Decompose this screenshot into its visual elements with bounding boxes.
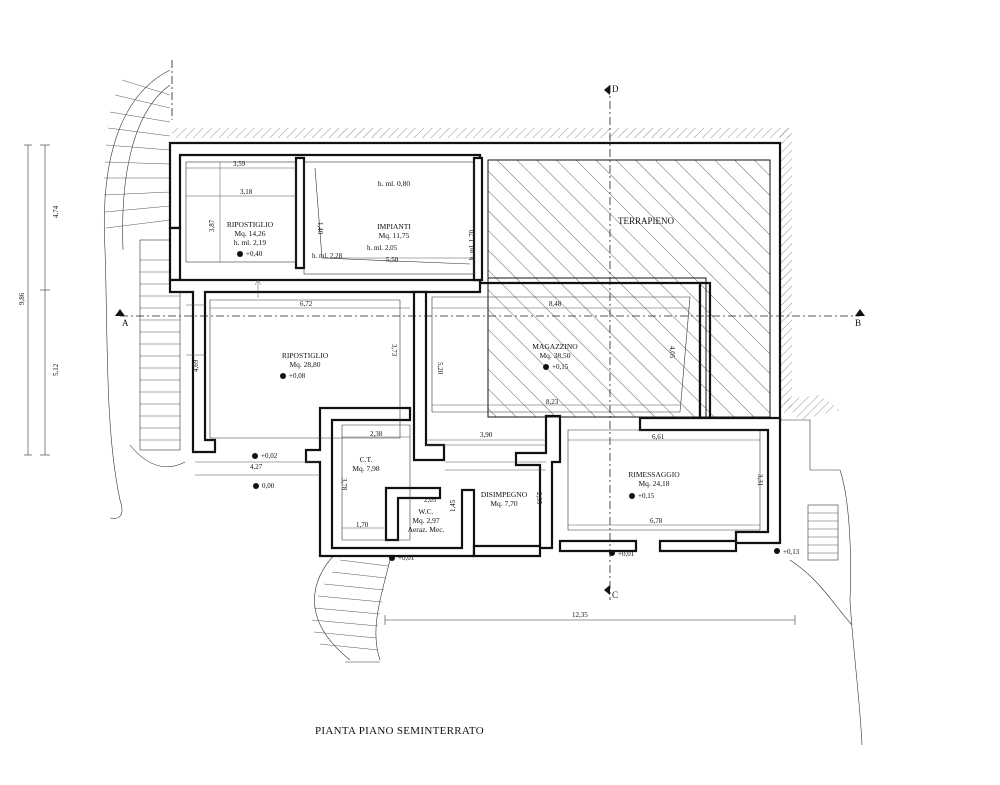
- room-name: MAGAZZINO: [532, 342, 578, 351]
- dimension-label: 2,35: [535, 492, 543, 505]
- dimension-label: 5,50: [386, 256, 399, 264]
- section-label-b: B: [855, 318, 861, 328]
- room-name: RIMESSAGGIO: [628, 470, 680, 479]
- section-label-a: A: [122, 318, 129, 328]
- room-height: h. ml. 1,70: [468, 229, 476, 260]
- dimension-label: 4,74: [52, 205, 60, 218]
- room-height: h. ml. 2,05: [367, 244, 398, 252]
- dimension-label: 4,69: [192, 359, 200, 372]
- room-level: +0,15: [552, 363, 569, 371]
- terrapieno-label: TERRAPIENO: [618, 216, 675, 226]
- dimension-label: 4,27: [250, 463, 263, 471]
- dimension-label: 8,23: [546, 398, 559, 406]
- room-level: +0,15: [638, 492, 655, 500]
- dimension-label: 6,61: [652, 433, 665, 441]
- room-height: h. ml. 2,28: [312, 252, 343, 260]
- bottom-stairs: [311, 552, 391, 663]
- room-level: +0,40: [246, 250, 263, 258]
- dimension-label: 5,12: [52, 363, 60, 376]
- level-label: +0,01: [398, 554, 415, 562]
- room-area: Mq. 11,75: [379, 231, 410, 240]
- room-area: Mq. 38,50: [539, 351, 570, 360]
- room-name: RIPOSTIGLIO: [282, 351, 329, 360]
- earth-strip: [172, 128, 840, 420]
- dimension-label: 3,59: [233, 160, 246, 168]
- dimension-label: 3,73: [390, 344, 398, 357]
- section-label-d: D: [612, 84, 619, 94]
- dimension-label: 3,87: [208, 219, 216, 232]
- level-label: +0,13: [783, 548, 800, 556]
- dimension-label: 2,05: [424, 496, 437, 504]
- dimension-label: 2,38: [370, 430, 383, 438]
- dimension-label: 3,90: [480, 431, 493, 439]
- room-height: h. ml. 0,80: [378, 179, 411, 188]
- dimension-label: 1,45: [449, 499, 457, 512]
- dimension-label: 6,78: [650, 517, 663, 525]
- room-area: Mq. 7,98: [352, 464, 380, 473]
- dimension-label: 3,31: [756, 474, 764, 487]
- bottom-dimension: [384, 615, 796, 625]
- dimension-label: 3,18: [240, 188, 253, 196]
- dimension-label: 6,72: [300, 300, 313, 308]
- room-level: +0,08: [289, 372, 306, 380]
- left-stairs: [103, 69, 186, 519]
- room-height: h. ml. 2,19: [234, 238, 267, 247]
- level-label: 0,00: [262, 482, 275, 490]
- terrapieno-area: [487, 159, 771, 418]
- room-area: Mq. 24,18: [638, 479, 669, 488]
- section-lines: [115, 60, 865, 600]
- level-label: +0,02: [261, 452, 278, 460]
- dimension-label: 1,70: [356, 521, 369, 529]
- left-dimension: [24, 144, 50, 456]
- room-name: IMPIANTI: [377, 222, 411, 231]
- dimension-label: 5,20: [436, 362, 444, 375]
- section-label-c: C: [612, 590, 618, 600]
- level-label: +0,01: [618, 550, 635, 558]
- dimension-label: 12,35: [572, 611, 588, 619]
- plan-title: PIANTA PIANO SEMINTERRATO: [315, 725, 484, 737]
- room-name: W.C.: [418, 507, 433, 516]
- dimension-lines: [186, 162, 760, 529]
- dimension-label: 9,86: [18, 292, 26, 305]
- dimension-label: 8,48: [549, 300, 562, 308]
- room-name: RIPOSTIGLIO: [227, 220, 274, 229]
- room-area: Mq. 28,80: [289, 360, 320, 369]
- room-area: Mq. 7,70: [490, 499, 518, 508]
- room-note: Aeraz. Mec.: [408, 525, 445, 534]
- level-markers: [237, 251, 780, 561]
- room-name: DISIMPEGNO: [481, 490, 528, 499]
- room-name: C.T.: [360, 455, 373, 464]
- room-area: Mq. 14,26: [234, 229, 265, 238]
- room-area: Mq. 2,97: [412, 516, 440, 525]
- dimension-label: 1,40: [316, 222, 324, 235]
- right-stairs: [780, 419, 863, 746]
- dimension-label: 4,05: [668, 346, 676, 359]
- dimension-label: 3,78: [340, 478, 348, 491]
- interior-lines: [185, 161, 761, 541]
